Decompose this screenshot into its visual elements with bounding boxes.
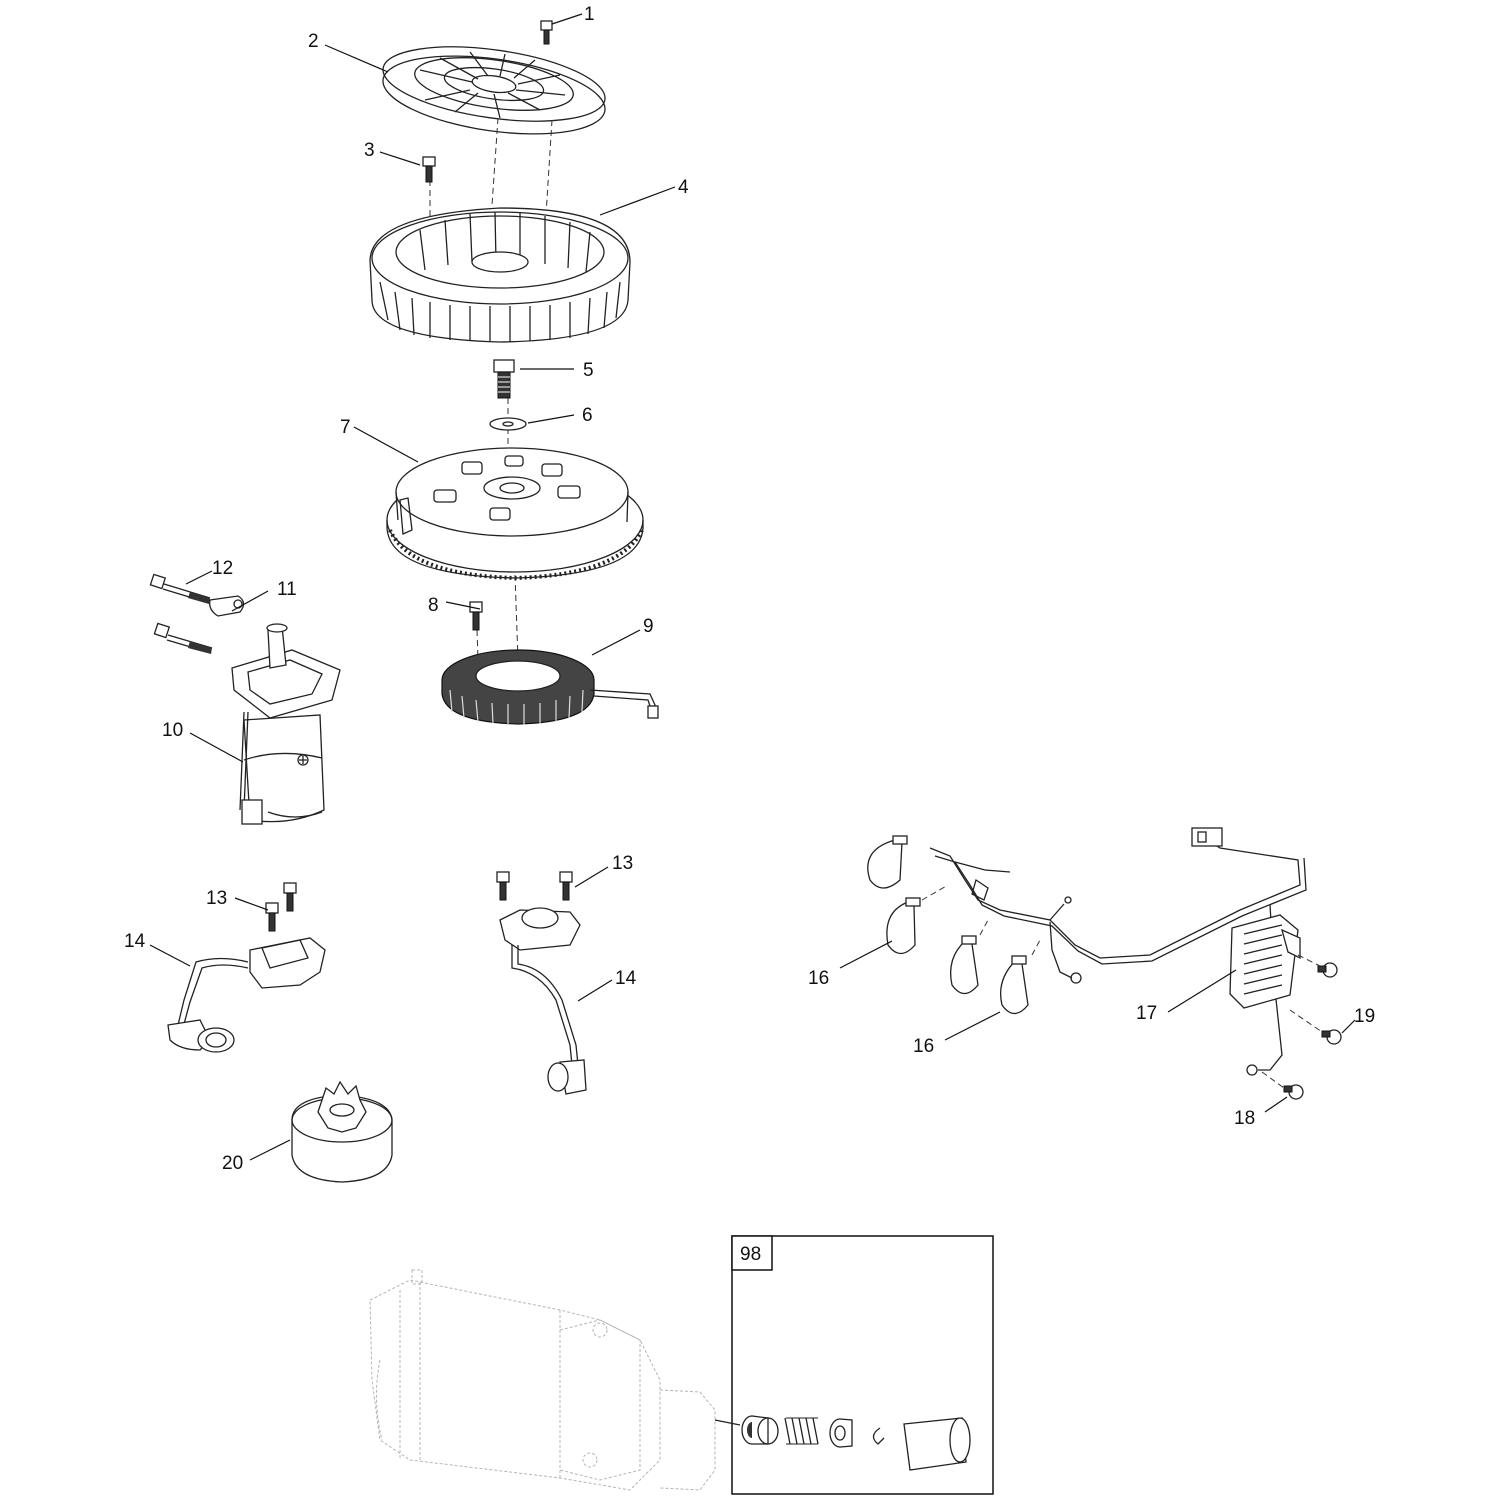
callout-17: 17 (1136, 1003, 1157, 1024)
callout-11: 11 (277, 579, 297, 600)
part-10-starter-motor[interactable] (153, 622, 341, 825)
callout-9: 9 (643, 616, 654, 637)
part-13-screws-left[interactable] (265, 882, 297, 932)
callout-13-left: 13 (206, 888, 227, 909)
callout-2: 2 (308, 31, 319, 52)
part-7-flywheel[interactable] (386, 447, 644, 581)
part-14-ignition-coil-right[interactable] (499, 907, 587, 1095)
callout-1: 1 (584, 4, 595, 25)
ghost-starter-reference (369, 1269, 716, 1491)
callout-16-a: 16 (808, 968, 829, 989)
callout-16-b: 16 (913, 1036, 934, 1057)
callout-10: 10 (162, 720, 183, 741)
part-13-screws-right[interactable] (496, 871, 573, 901)
part-11-bracket[interactable] (209, 595, 245, 617)
callout-3: 3 (364, 140, 375, 161)
part-6-washer[interactable] (489, 417, 527, 431)
part-5-bolt[interactable] (493, 359, 515, 399)
part-14-ignition-coil-left[interactable] (167, 937, 326, 1053)
callout-18: 18 (1234, 1108, 1255, 1129)
part-8-screw[interactable] (469, 601, 483, 631)
callout-13-right: 13 (612, 853, 633, 874)
part-9-stator[interactable] (441, 649, 659, 725)
callout-4: 4 (678, 177, 689, 198)
callout-5: 5 (583, 360, 594, 381)
part-17-regulator[interactable] (1229, 914, 1301, 1009)
part-1-screw[interactable] (540, 20, 553, 45)
callout-12: 12 (212, 558, 233, 579)
part-4-flywheel-fan[interactable] (369, 207, 631, 343)
callout-14-left: 14 (124, 931, 146, 952)
part-16-cable-ties[interactable] (867, 835, 1041, 1015)
callout-20: 20 (222, 1153, 243, 1174)
callout-19: 19 (1354, 1006, 1375, 1027)
part-2-fan-screen[interactable] (378, 35, 610, 146)
callout-6: 6 (582, 405, 593, 426)
part-3-screw[interactable] (422, 156, 436, 183)
callout-7: 7 (340, 417, 351, 438)
part-19-screw-a[interactable] (1317, 962, 1338, 978)
kit-parts-98[interactable] (714, 1415, 971, 1471)
part-18-screw[interactable] (1283, 1084, 1304, 1100)
inset-kit-98 (731, 1235, 994, 1495)
part-20-pinion[interactable] (291, 1080, 393, 1183)
callout-8: 8 (428, 595, 439, 616)
inset-label-98: 98 (740, 1244, 761, 1265)
part-19-screw-b[interactable] (1321, 1029, 1342, 1045)
part-12-bolt[interactable] (149, 573, 211, 604)
callout-14-right: 14 (615, 968, 637, 989)
